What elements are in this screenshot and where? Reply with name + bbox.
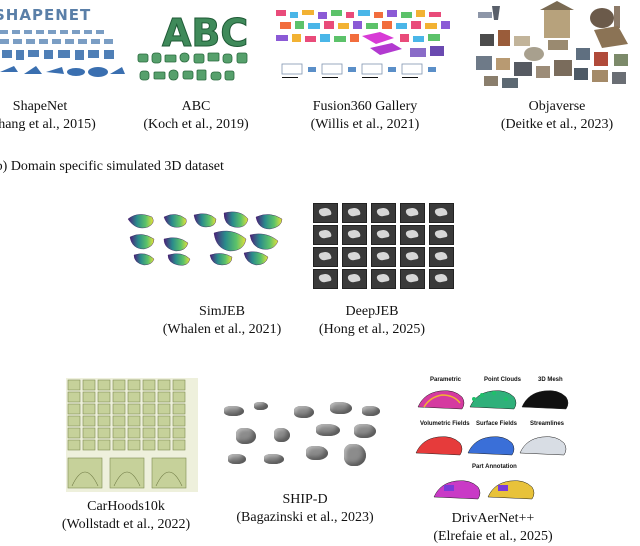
fusion360-citation: (Willis et al., 2021) (310, 117, 420, 132)
deepjeb-citation: (Hong et al., 2025) (318, 322, 426, 337)
drivaernet-name: DrivAerNet++ (451, 511, 535, 526)
drivaernet-figure: Parametric Point Clouds 3D Mesh Volumetr… (414, 373, 574, 505)
carhoods10k-name: CarHoods10k (87, 499, 165, 514)
carhoods10k-figure (66, 378, 198, 492)
da-panel-volumetric: Volumetric Fields (420, 421, 470, 427)
da-panel-parametric: Parametric (430, 377, 462, 383)
carhoods10k-citation: (Wollstadt et al., 2022) (61, 517, 191, 532)
simjeb-caption: SimJEB (Whalen et al., 2021) (152, 303, 292, 339)
fusion360-name: Fusion360 Gallery (312, 99, 418, 114)
section-heading: (b) Domain specific simulated 3D dataset (0, 159, 224, 174)
ship-d-name: SHIP-D (282, 492, 328, 507)
da-panel-point-clouds: Point Clouds (484, 377, 521, 383)
da-panel-part-annotation: Part Annotation (472, 464, 517, 470)
shapenet-figure: SHAPENET (0, 6, 125, 88)
shapenet-name: ShapeNet (12, 99, 68, 114)
objaverse-figure (474, 0, 640, 92)
fusion360-caption: Fusion360 Gallery (Willis et al., 2021) (295, 98, 435, 134)
objaverse-caption: Objaverse (Deitke et al., 2023) (487, 98, 627, 134)
ship-d-citation: (Bagazinski et al., 2023) (236, 510, 374, 525)
fusion360-figure (274, 8, 456, 88)
drivaernet-citation: (Elrefaie et al., 2025) (433, 529, 553, 544)
ship-d-caption: SHIP-D (Bagazinski et al., 2023) (230, 491, 380, 527)
carhoods10k-caption: CarHoods10k (Wollstadt et al., 2022) (56, 498, 196, 534)
abc-citation: (Koch et al., 2019) (143, 117, 249, 132)
drivaernet-caption: DrivAerNet++ (Elrefaie et al., 2025) (418, 510, 568, 546)
deepjeb-caption: DeepJEB (Hong et al., 2025) (302, 303, 442, 339)
da-panel-streamlines: Streamlines (530, 421, 565, 427)
simjeb-name: SimJEB (199, 304, 245, 319)
abc-logo: ABC (162, 11, 248, 55)
shapenet-caption: ShapeNet (Chang et al., 2015) (0, 98, 110, 134)
shapenet-logo: SHAPENET (0, 6, 91, 24)
deepjeb-name: DeepJEB (345, 304, 399, 319)
abc-caption: ABC (Koch et al., 2019) (126, 98, 266, 134)
da-panel-surface: Surface Fields (476, 421, 518, 427)
shapenet-citation: (Chang et al., 2015) (0, 117, 96, 132)
abc-name: ABC (181, 99, 211, 114)
ship-d-figure (222, 398, 392, 472)
da-panel-3d-mesh: 3D Mesh (538, 377, 563, 383)
objaverse-name: Objaverse (528, 99, 586, 114)
simjeb-citation: (Whalen et al., 2021) (162, 322, 282, 337)
objaverse-citation: (Deitke et al., 2023) (500, 117, 614, 132)
deepjeb-figure (313, 203, 469, 293)
simjeb-figure (124, 209, 294, 275)
abc-figure: ABC (134, 10, 256, 90)
